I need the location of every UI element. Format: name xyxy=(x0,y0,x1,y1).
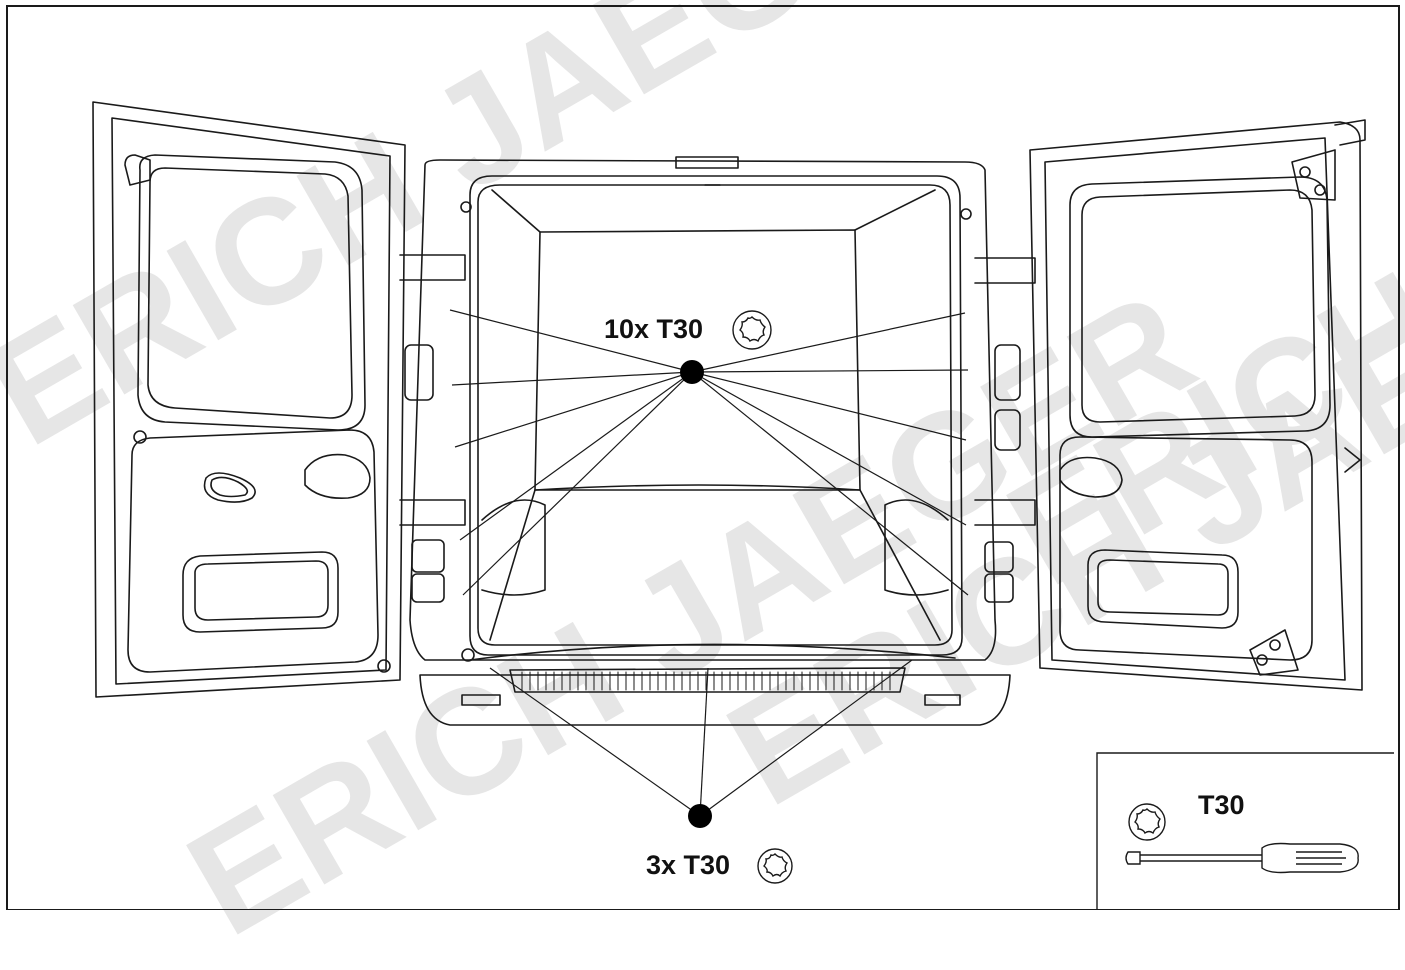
screwdriver-icon xyxy=(1125,842,1359,874)
van-body xyxy=(399,156,1036,726)
legend-box xyxy=(1096,752,1394,910)
torx-icon xyxy=(1128,803,1166,841)
left-door xyxy=(92,101,406,698)
torx-icon xyxy=(732,310,772,350)
van-rear-doors-diagram xyxy=(6,5,1400,910)
top-screw-label: 10x T30 xyxy=(604,314,704,344)
bottom-screw-leaders xyxy=(489,659,913,817)
bottom-screw-marker xyxy=(688,804,712,828)
step-grille xyxy=(521,671,891,691)
torx-icon xyxy=(757,848,793,884)
right-door xyxy=(1029,119,1366,691)
legend-title: T30 xyxy=(1198,790,1245,820)
top-screw-marker xyxy=(680,360,704,384)
diagram-frame xyxy=(6,5,1400,910)
bottom-screw-label: 3x T30 xyxy=(646,850,731,880)
top-screw-leaders xyxy=(449,309,969,596)
